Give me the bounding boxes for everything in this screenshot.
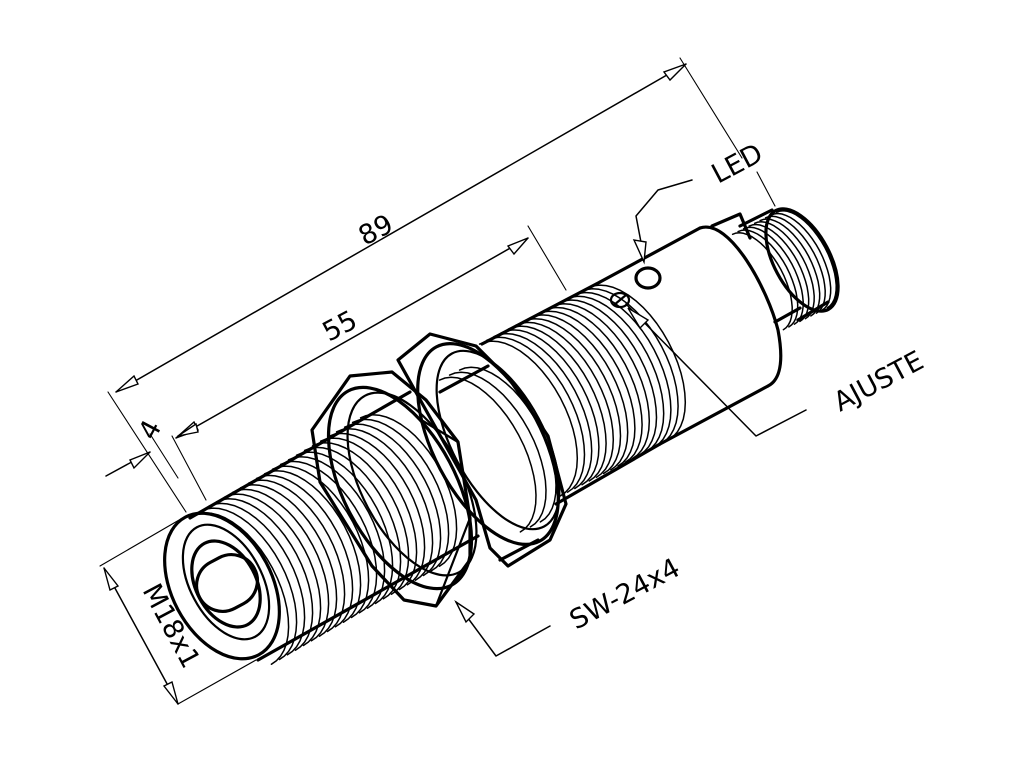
- thread-ring: [558, 299, 658, 456]
- thread-ring: [586, 284, 687, 441]
- thread-ring: [550, 302, 651, 460]
- callout-adjust-label: AJUSTE: [829, 345, 929, 418]
- thread-ring: [522, 317, 622, 475]
- thread-ring: [500, 329, 600, 486]
- dim-thread: 55: [175, 237, 529, 439]
- thread-ring: [493, 332, 593, 490]
- thread-ring: [572, 291, 672, 449]
- thread-ring: [327, 432, 426, 586]
- thread-ring: [263, 470, 362, 623]
- thread-ring: [486, 336, 586, 493]
- connector-thread-ring: [759, 218, 821, 317]
- callout-nut-label: SW-24x4: [565, 552, 686, 636]
- thread-ring: [478, 340, 579, 497]
- thread-ring: [231, 488, 330, 642]
- thread-ring: [448, 371, 547, 528]
- thread-ring: [239, 484, 338, 637]
- thread-ring: [199, 507, 298, 661]
- thread-ring: [351, 418, 450, 572]
- dim-overall-label: 89: [354, 209, 399, 253]
- hex-nut-front: [310, 370, 478, 608]
- thread-ring: [343, 423, 442, 577]
- thread-ring: [579, 288, 679, 445]
- adjust-potentiometer: [609, 291, 631, 309]
- front-thread-section: [188, 390, 480, 665]
- connector-thread-ring: [770, 212, 832, 312]
- thread-ring: [295, 451, 394, 605]
- thread-ring: [507, 325, 607, 482]
- callout-led: LED: [632, 138, 768, 265]
- connector-thread-ring: [764, 215, 826, 314]
- connector-thread-ring: [753, 221, 815, 320]
- hex-nut-rear: [396, 332, 568, 568]
- thread-ring: [536, 310, 636, 467]
- thread-ring: [255, 474, 354, 628]
- thread-ring: [215, 498, 314, 651]
- thread-ring: [287, 456, 386, 609]
- sensing-face: [163, 511, 281, 661]
- thread-ring: [247, 479, 346, 633]
- dim-thread-label: 55: [318, 305, 363, 349]
- rear-thread-section: [478, 280, 687, 506]
- thread-ring: [529, 314, 629, 471]
- connector-thread-ring: [731, 232, 793, 331]
- thread-ring: [438, 376, 537, 533]
- sensor-body: [163, 207, 840, 665]
- connector-thread-ring: [775, 210, 837, 309]
- thread-ring: [514, 321, 615, 479]
- thread-ring: [223, 493, 322, 647]
- thread-ring: [319, 437, 418, 591]
- callout-led-label: LED: [707, 138, 768, 190]
- led-indicator: [634, 266, 662, 290]
- dim-flange: 4: [105, 415, 199, 477]
- thread-ring: [543, 306, 643, 464]
- dim-flange-label: 4: [133, 415, 168, 445]
- connector-thread-ring: [742, 226, 804, 325]
- thread-ring: [271, 465, 370, 619]
- thread-ring: [565, 295, 665, 452]
- thread-ring: [279, 460, 378, 614]
- thread-ring: [335, 428, 434, 581]
- callout-nut: SW-24x4: [454, 552, 686, 657]
- thread-ring: [207, 502, 306, 656]
- connector-thread-ring: [737, 229, 799, 328]
- thread-ring: [311, 442, 410, 595]
- connector: [731, 207, 840, 331]
